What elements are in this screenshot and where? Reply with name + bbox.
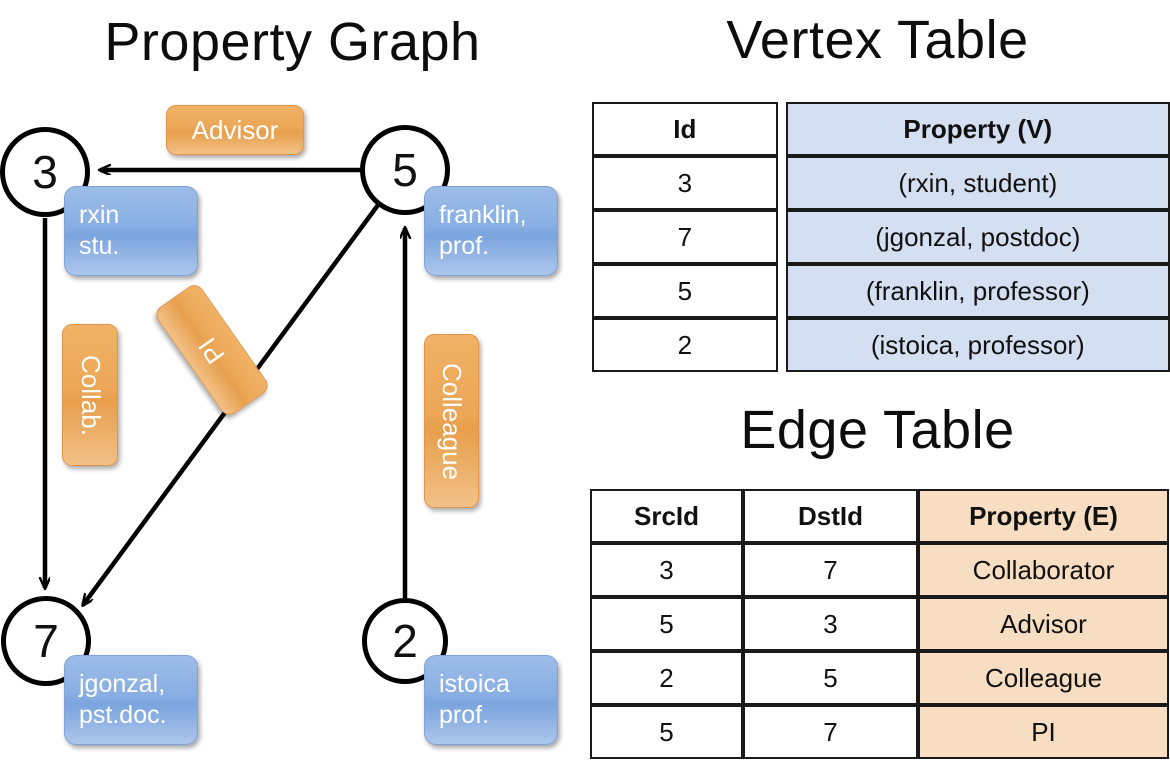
page-title-vertex-table: Vertex Table bbox=[726, 10, 1029, 70]
vertex-bubble-rxin-line2: stu. bbox=[79, 232, 120, 260]
edge-row-1-property: Advisor bbox=[918, 597, 1169, 651]
table-row[interactable]: 3 (rxin, student) bbox=[592, 156, 1170, 210]
graph-node-3-label: 3 bbox=[32, 146, 58, 198]
table-row[interactable]: 5 7 PI bbox=[590, 705, 1169, 759]
edge-row-0-src: 3 bbox=[590, 543, 743, 597]
edge-row-3-dst: 7 bbox=[743, 705, 918, 759]
edge-row-3-property: PI bbox=[918, 705, 1169, 759]
vertex-table: Id Property (V) 3 (rxin, student) 7 (jgo… bbox=[592, 102, 1170, 372]
edge-chip-pi-label: PI bbox=[192, 331, 231, 369]
vertex-row-1-property: (jgonzal, postdoc) bbox=[785, 210, 1170, 264]
vertex-row-3-property: (istoica, professor) bbox=[785, 318, 1170, 372]
edge-row-2-dst: 5 bbox=[743, 651, 918, 705]
edge-table-header-property: Property (E) bbox=[918, 489, 1169, 543]
vertex-bubble-rxin[interactable]: rxin stu. bbox=[64, 186, 198, 276]
graph-node-2-label: 2 bbox=[392, 615, 418, 667]
vertex-row-3-id: 2 bbox=[592, 318, 778, 372]
edge-row-1-src: 5 bbox=[590, 597, 743, 651]
vertex-row-0-id: 3 bbox=[592, 156, 778, 210]
graph-node-5-label: 5 bbox=[392, 144, 418, 196]
vertex-table-column-gap bbox=[777, 318, 786, 372]
vertex-table-column-gap bbox=[777, 210, 786, 264]
graph-node-7-label: 7 bbox=[33, 615, 59, 667]
graph-node-2[interactable]: 2 bbox=[362, 598, 448, 684]
vertex-bubble-franklin-line1: franklin, bbox=[439, 201, 527, 229]
vertex-bubble-jgonzal-line1: jgonzal, bbox=[79, 670, 166, 698]
page-title-edge-table: Edge Table bbox=[740, 400, 1015, 460]
vertex-row-0-property: (rxin, student) bbox=[785, 156, 1170, 210]
edge-chip-collab-label: Collab. bbox=[75, 354, 106, 436]
table-row[interactable]: 2 (istoica, professor) bbox=[592, 318, 1170, 372]
table-row[interactable]: 5 (franklin, professor) bbox=[592, 264, 1170, 318]
edge-chip-advisor[interactable]: Advisor bbox=[166, 105, 304, 155]
page-title-property-graph: Property Graph bbox=[104, 12, 481, 72]
vertex-table-column-gap bbox=[777, 156, 786, 210]
vertex-bubble-franklin-line2: prof. bbox=[439, 232, 490, 260]
edge-chip-colleague[interactable]: Colleague bbox=[424, 334, 479, 508]
edge-table-header-srcid: SrcId bbox=[590, 489, 743, 543]
vertex-bubble-jgonzal-line2: pst.doc. bbox=[79, 701, 167, 729]
edge-table: SrcId DstId Property (E) 3 7 Collaborato… bbox=[590, 489, 1169, 759]
vertex-bubble-franklin[interactable]: franklin, prof. bbox=[424, 186, 558, 276]
vertex-bubble-rxin-line1: rxin bbox=[79, 201, 120, 229]
vertex-table-header-row: Id Property (V) bbox=[592, 102, 1170, 156]
vertex-row-1-id: 7 bbox=[592, 210, 778, 264]
edge-row-3-src: 5 bbox=[590, 705, 743, 759]
table-row[interactable]: 2 5 Colleague bbox=[590, 651, 1169, 705]
vertex-row-2-property: (franklin, professor) bbox=[785, 264, 1170, 318]
edge-chip-advisor-label: Advisor bbox=[191, 114, 279, 145]
edge-chip-colleague-label: Colleague bbox=[437, 362, 467, 480]
edge-table-header-dstid: DstId bbox=[743, 489, 918, 543]
vertex-bubble-istoica-line2: prof. bbox=[439, 701, 490, 729]
table-row[interactable]: 5 3 Advisor bbox=[590, 597, 1169, 651]
vertex-table-header-property: Property (V) bbox=[785, 102, 1170, 156]
table-row[interactable]: 3 7 Collaborator bbox=[590, 543, 1169, 597]
vertex-bubble-istoica-line1: istoica bbox=[439, 670, 510, 698]
vertex-bubble-istoica[interactable]: istoica prof. bbox=[424, 655, 558, 745]
edge-row-0-property: Collaborator bbox=[918, 543, 1169, 597]
edge-row-1-dst: 3 bbox=[743, 597, 918, 651]
edge-table-header-row: SrcId DstId Property (E) bbox=[590, 489, 1169, 543]
graph-node-5[interactable]: 5 bbox=[360, 125, 450, 215]
edge-chip-collab[interactable]: Collab. bbox=[62, 324, 118, 466]
vertex-table-header-id: Id bbox=[592, 102, 778, 156]
edge-row-0-dst: 7 bbox=[743, 543, 918, 597]
edge-row-2-src: 2 bbox=[590, 651, 743, 705]
vertex-table-column-gap bbox=[777, 102, 786, 156]
table-row[interactable]: 7 (jgonzal, postdoc) bbox=[592, 210, 1170, 264]
vertex-table-column-gap bbox=[777, 264, 786, 318]
vertex-row-2-id: 5 bbox=[592, 264, 778, 318]
vertex-bubble-jgonzal[interactable]: jgonzal, pst.doc. bbox=[64, 655, 198, 745]
edge-row-2-property: Colleague bbox=[918, 651, 1169, 705]
